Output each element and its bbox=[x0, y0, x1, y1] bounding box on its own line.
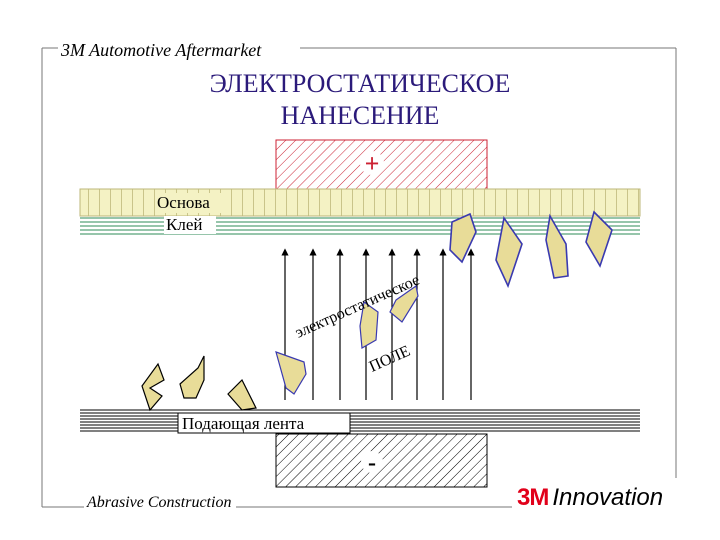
belt-grains bbox=[141, 355, 257, 412]
slide-frame bbox=[41, 47, 677, 508]
feed-belt-label-box bbox=[177, 412, 351, 434]
abrasive-grain bbox=[275, 351, 307, 395]
abrasive-grain bbox=[495, 215, 523, 289]
backing-label: Основа bbox=[157, 193, 210, 212]
abrasive-grain bbox=[449, 212, 477, 264]
page-title: ЭЛЕКТРОСТАТИЧЕСКОЕ НАНЕСЕНИЕ bbox=[140, 68, 580, 132]
abrasive-grain bbox=[389, 284, 419, 323]
feed-belt-label: Подающая лента bbox=[182, 414, 305, 433]
logo-mark: 3M bbox=[517, 484, 549, 511]
logo-word: Innovation bbox=[552, 484, 664, 511]
plus-sign-icon: + bbox=[360, 149, 384, 178]
abrasive-grain bbox=[179, 355, 205, 399]
minus-sign-icon: - bbox=[361, 450, 383, 476]
abrasive-grain bbox=[141, 362, 165, 412]
svg-text:-: - bbox=[368, 450, 376, 476]
flying-grains bbox=[275, 284, 419, 395]
embedded-grains bbox=[449, 210, 613, 289]
abrasive-grain bbox=[585, 210, 613, 268]
adhesive-label: Клей bbox=[166, 215, 202, 234]
feed-belt bbox=[80, 409, 640, 432]
abrasive-grain bbox=[227, 378, 257, 411]
footer-label: Abrasive Construction bbox=[84, 494, 235, 512]
abrasive-grain bbox=[545, 213, 569, 279]
abrasive-grain bbox=[359, 300, 379, 349]
svg-text:+: + bbox=[365, 149, 380, 178]
header-company: 3M Automotive Aftermarket bbox=[58, 40, 265, 61]
title-line-1: ЭЛЕКТРОСТАТИЧЕСКОЕ bbox=[209, 69, 511, 98]
title-line-2: НАНЕСЕНИЕ bbox=[280, 101, 440, 130]
field-label-field: ПОЛЕ bbox=[367, 343, 413, 376]
